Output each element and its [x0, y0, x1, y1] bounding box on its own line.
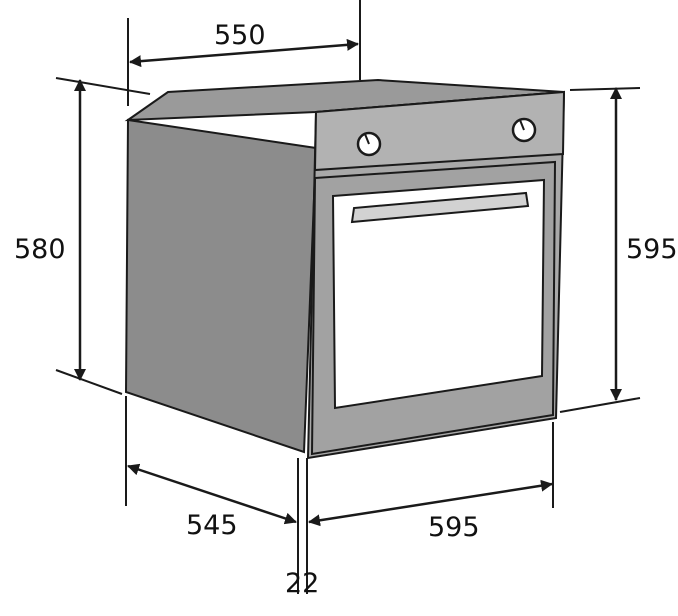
- dim-arrow-bottom-depth: [127, 463, 297, 525]
- label-right-height: 595: [626, 234, 678, 265]
- dim-arrow-top-width: [129, 38, 359, 68]
- label-top-width: 550: [214, 20, 266, 51]
- label-bottom-width: 595: [428, 512, 480, 543]
- oven-top-panel: [124, 78, 565, 122]
- extension-lines: [55, 0, 641, 594]
- dim-arrow-bottom-width: [308, 479, 553, 527]
- door-window: [331, 178, 546, 410]
- dimension-arrows: [74, 38, 622, 527]
- label-bottom-door: 22: [285, 568, 319, 599]
- label-bottom-depth: 545: [186, 510, 238, 541]
- door-handle: [350, 191, 530, 224]
- label-left-height: 580: [14, 234, 66, 265]
- knob-right-icon: [511, 117, 537, 143]
- knob-left-icon: [356, 131, 382, 157]
- oven-side-panel: [124, 118, 318, 454]
- oven: [124, 78, 566, 460]
